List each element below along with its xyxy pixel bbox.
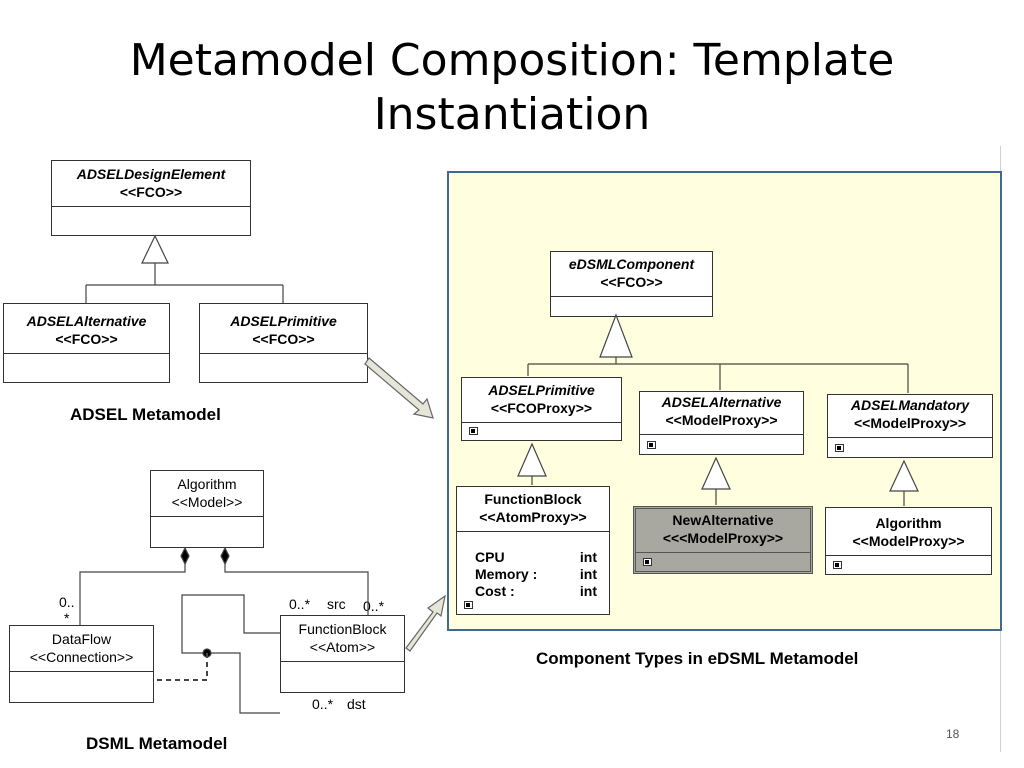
class-name: ADSELPrimitive <box>230 313 337 329</box>
dst-role-label: dst <box>347 696 366 712</box>
edsml-functionblock-proxy: FunctionBlock <<AtomProxy>> CPU int Memo… <box>456 486 610 615</box>
connection-dashed-line <box>154 653 208 681</box>
dsml-algorithm-class: Algorithm <<Model>> <box>150 470 264 548</box>
class-name: ADSELDesignElement <box>76 166 226 182</box>
src-role-label: src <box>327 596 346 612</box>
attribute-row: Cost : int <box>475 583 597 600</box>
class-header: ADSELPrimitive <<FCO>> <box>200 304 367 354</box>
attribute-type: int <box>579 583 597 599</box>
class-stereotype: <<Atom>> <box>309 639 376 655</box>
generalization-arrowhead <box>701 456 731 490</box>
proxy-link-icon <box>833 561 842 569</box>
class-header: ADSELDesignElement <<FCO>> <box>52 161 250 207</box>
dsml-functionblock-class: FunctionBlock <<Atom>> <box>280 615 405 693</box>
class-stereotype: <<ModelProxy>> <box>665 412 778 428</box>
class-name: eDSMLComponent <box>568 256 695 272</box>
attribute-row: Memory : int <box>475 566 597 583</box>
class-stereotype: <<FCO>> <box>119 184 183 200</box>
edsml-adsel-mandatory-proxy: ADSELMandatory <<ModelProxy>> <box>827 394 993 458</box>
generalization-arrowhead <box>599 313 633 358</box>
class-name: FunctionBlock <box>298 621 387 637</box>
class-header: FunctionBlock <<Atom>> <box>281 616 404 662</box>
generalization-arrowhead <box>517 442 547 477</box>
attribute-type: int <box>579 566 597 582</box>
adsel-design-element-class: ADSELDesignElement <<FCO>> <box>51 160 251 236</box>
class-name: Algorithm <box>177 476 237 492</box>
composition-line <box>79 564 186 625</box>
dsml-dataflow-class: DataFlow <<Connection>> <box>9 625 154 703</box>
adsel-primitive-class: ADSELPrimitive <<FCO>> <box>199 303 368 383</box>
generalization-arrowhead <box>141 234 169 264</box>
attribute-name: Cost : <box>475 583 515 599</box>
class-header: ADSELPrimitive <<FCOProxy>> <box>462 378 621 423</box>
class-name: ADSELAlternative <box>26 313 147 329</box>
class-header: FunctionBlock <<AtomProxy>> <box>457 487 609 532</box>
association-line <box>181 594 280 714</box>
mapping-arrow <box>405 594 446 652</box>
adsel-metamodel-caption: ADSEL Metamodel <box>70 405 221 424</box>
attribute-name: CPU <box>475 549 505 565</box>
class-name: FunctionBlock <box>484 491 582 507</box>
src-multiplicity: 0..* <box>289 596 311 612</box>
class-header: Algorithm <<ModelProxy>> <box>826 508 991 556</box>
generalization-arrowhead <box>889 459 919 492</box>
edsml-adsel-alternative-proxy: ADSELAlternative <<ModelProxy>> <box>639 391 804 455</box>
dataflow-multiplicity-bottom: * <box>64 610 70 626</box>
proxy-link-icon <box>835 444 844 452</box>
adsel-alternative-class: ADSELAlternative <<FCO>> <box>3 303 170 383</box>
dataflow-multiplicity-top: 0.. <box>59 594 75 610</box>
composition-diamond <box>180 546 190 566</box>
proxy-link-icon <box>464 601 473 609</box>
class-header: ADSELMandatory <<ModelProxy>> <box>828 395 992 438</box>
attribute-name: Memory : <box>475 566 538 582</box>
class-name: NewAlternative <box>672 512 774 528</box>
attribute-list: CPU int Memory : int Cost : int <box>475 549 597 600</box>
class-stereotype: <<ModelProxy>> <box>853 415 967 431</box>
edsml-adsel-primitive-proxy: ADSELPrimitive <<FCOProxy>> <box>461 377 622 441</box>
class-header: Algorithm <<Model>> <box>151 471 263 517</box>
class-header: ADSELAlternative <<ModelProxy>> <box>640 392 803 435</box>
attribute-row: CPU int <box>475 549 597 566</box>
page-number: 18 <box>946 727 960 741</box>
edsml-newalternative-proxy: NewAlternative <<<ModelProxy>> <box>633 506 813 574</box>
class-stereotype: <<FCO>> <box>600 274 663 290</box>
mapping-arrow <box>364 357 434 419</box>
dst-multiplicity: 0..* <box>312 696 334 712</box>
proxy-link-icon <box>647 441 656 449</box>
edsml-component-panel: eDSMLComponent <<FCO>> ADSELPrimitive <<… <box>447 171 1002 631</box>
class-name: Algorithm <box>875 515 942 531</box>
edsml-algorithm-proxy: Algorithm <<ModelProxy>> <box>825 507 992 575</box>
edsml-component-class: eDSMLComponent <<FCO>> <box>550 251 713 317</box>
class-name: DataFlow <box>51 631 112 647</box>
class-stereotype: <<Connection>> <box>29 649 134 665</box>
class-stereotype: <<FCO>> <box>55 331 118 347</box>
class-header: DataFlow <<Connection>> <box>10 626 153 672</box>
composition-line <box>224 564 369 615</box>
slide-title-line-2: Instantiation <box>373 89 651 140</box>
class-header: eDSMLComponent <<FCO>> <box>551 252 712 297</box>
edsml-metamodel-caption: Component Types in eDSML Metamodel <box>536 649 859 668</box>
class-header: NewAlternative <<<ModelProxy>> <box>636 509 810 553</box>
class-header: ADSELAlternative <<FCO>> <box>4 304 169 354</box>
slide-title-line-1: Metamodel Composition: Template <box>129 35 895 86</box>
class-name: ADSELMandatory <box>850 397 970 413</box>
class-stereotype: <<ModelProxy>> <box>852 533 965 549</box>
class-stereotype: <<FCOProxy>> <box>490 400 593 416</box>
proxy-link-icon <box>643 558 652 566</box>
dsml-metamodel-caption: DSML Metamodel <box>86 734 228 753</box>
class-stereotype: <<FCO>> <box>252 331 315 347</box>
class-stereotype: <<AtomProxy>> <box>479 509 587 525</box>
class-stereotype: <<<ModelProxy>> <box>662 530 784 546</box>
composition-diamond <box>220 546 230 566</box>
slide-title: Metamodel Composition: Template Instanti… <box>0 34 1024 142</box>
proxy-link-icon <box>469 427 478 435</box>
attribute-type: int <box>579 549 597 565</box>
class-name: ADSELPrimitive <box>488 382 595 398</box>
class-name: ADSELAlternative <box>661 394 782 410</box>
class-stereotype: <<Model>> <box>171 494 243 510</box>
